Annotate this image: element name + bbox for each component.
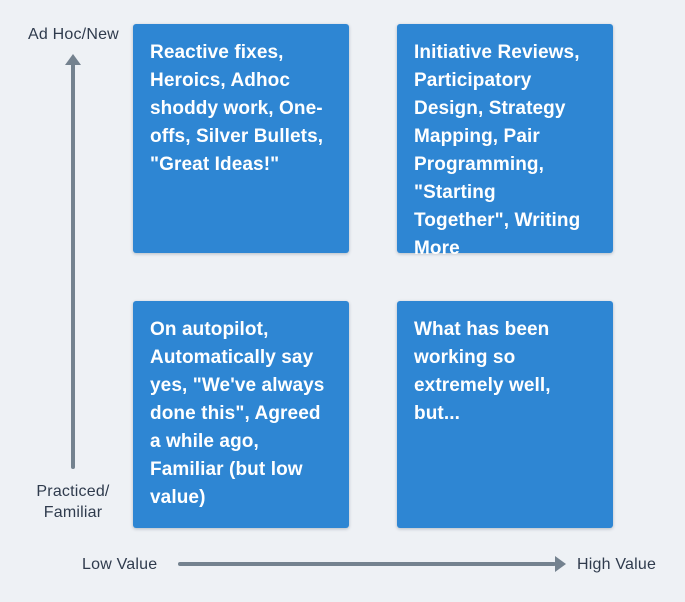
x-axis-right-label: High Value (577, 556, 657, 573)
quadrant-top-left: Reactive fixes, Heroics, Adhoc shoddy wo… (133, 24, 349, 253)
y-axis-bottom-label: Practiced/ Familiar (36, 483, 110, 521)
arrow-right-icon (555, 556, 566, 572)
x-axis-left-label: Low Value (82, 556, 158, 573)
y-axis-arrow-shaft (71, 63, 75, 469)
arrow-up-icon (65, 54, 81, 65)
quadrant-top-right: Initiative Reviews, Participatory Design… (397, 24, 613, 259)
y-axis-top-label: Ad Hoc/New (28, 26, 119, 43)
quadrant-bottom-left: On autopilot, Automatically say yes, "We… (133, 301, 349, 528)
quadrant-bottom-right: What has been working so extremely well,… (397, 301, 613, 528)
x-axis-arrow-shaft (178, 562, 556, 566)
